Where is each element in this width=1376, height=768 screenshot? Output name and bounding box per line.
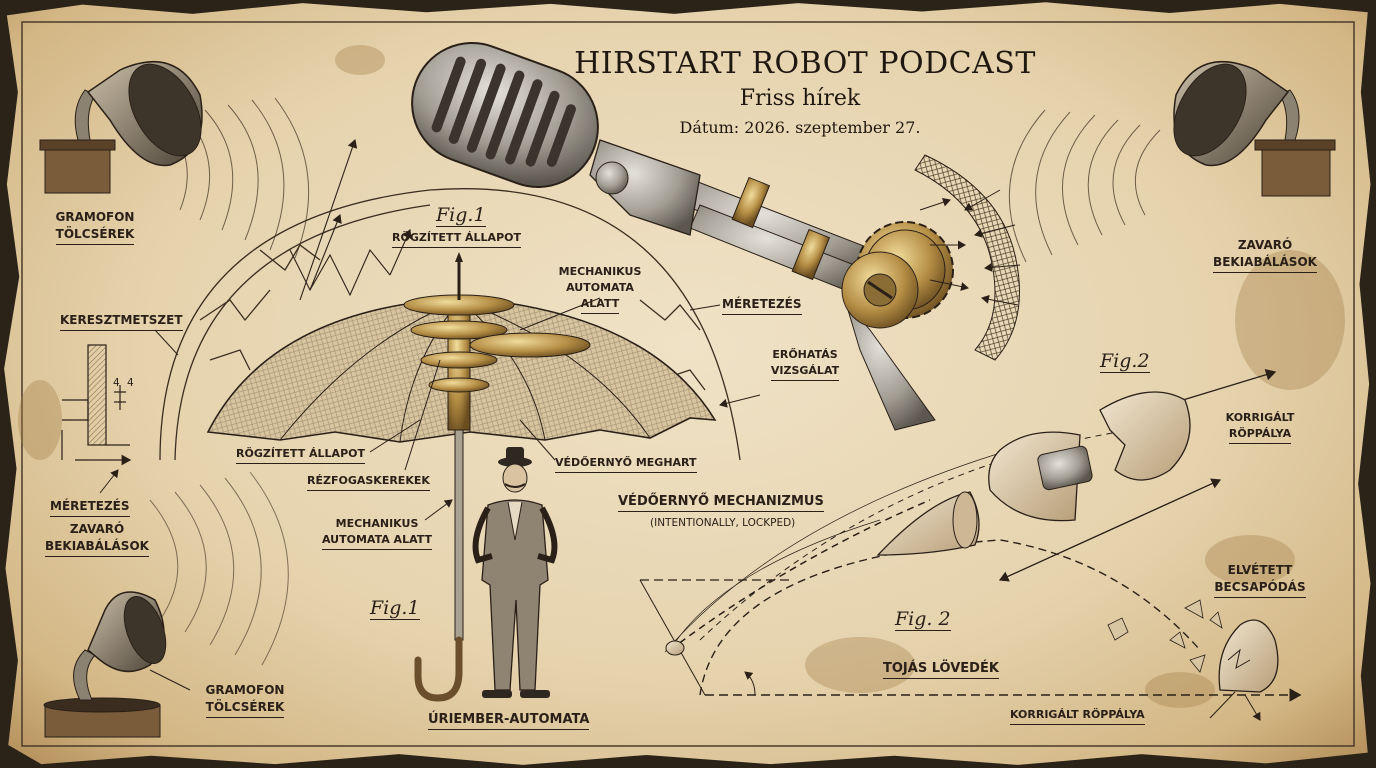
gramophone-bottom-left-icon: [43, 591, 167, 738]
gramophone-top-right-icon: [1173, 60, 1336, 197]
label-rezfogaskerekek: RÉZFOGASKEREKEK: [307, 472, 430, 491]
cross-section-detail: [61, 344, 132, 466]
egg-projectile-diagram: [639, 369, 1302, 721]
label-intentionally: (INTENTIONALLY, LOCKPED): [650, 517, 796, 529]
label-vedoernyo-meghart: VÉDŐERNYŐ MEGHART: [555, 454, 697, 473]
label-korrigalt-bottom: KORRIGÁLT RÖPPÁLYA: [1010, 706, 1145, 725]
label-vedoernyo-mechanizmus: VÉDŐERNYŐ MECHANIZMUS: [618, 493, 824, 512]
page-title: HIRSTART ROBOT PODCAST: [574, 46, 1036, 81]
label-rogzitett-mid: RÖGZÍTETT ÁLLAPOT: [236, 445, 365, 464]
page-date: Dátum: 2026. szeptember 27.: [679, 118, 921, 137]
label-keresztmetszet: KERESZTMETSZET: [60, 312, 183, 331]
label-rogzitett-top: RÖGZÍTETT ÁLLAPOT: [392, 229, 521, 248]
sound-waves-left-top: [164, 97, 310, 259]
incoming-arrows-left: [289, 138, 412, 301]
fig1-top-label: Fig.1: [436, 204, 486, 227]
label-meretezes-left: MÉRETEZÉS: [50, 498, 130, 517]
mesh-shield: [914, 154, 1021, 361]
label-tojas: TOJÁS LÖVEDÉK: [883, 660, 999, 679]
dimension-value-1: 4: [113, 377, 120, 389]
label-meretezes-mid: MÉRETEZÉS: [722, 296, 802, 315]
leader-lines: [99, 297, 761, 691]
gentleman-automaton: [472, 447, 558, 698]
gramophone-top-left-icon: [39, 60, 203, 194]
label-uriember: ÚRIEMBER-AUTOMATA: [428, 711, 590, 730]
umbrella: [206, 252, 717, 702]
sound-waves-right-top: [1008, 109, 1161, 263]
fig2-bottom-label: Fig. 2: [895, 608, 951, 631]
dimension-value-2: 4: [127, 377, 134, 389]
fig1-bottom-label: Fig.1: [370, 597, 420, 620]
paper-stains: [18, 45, 1345, 708]
robotic-microphone-arm: [411, 42, 954, 431]
sound-waves-left-bottom: [149, 471, 289, 666]
page-subtitle: Friss hírek: [739, 86, 861, 111]
fig2-top-label: Fig.2: [1100, 350, 1150, 373]
frame-border: [21, 21, 1355, 747]
